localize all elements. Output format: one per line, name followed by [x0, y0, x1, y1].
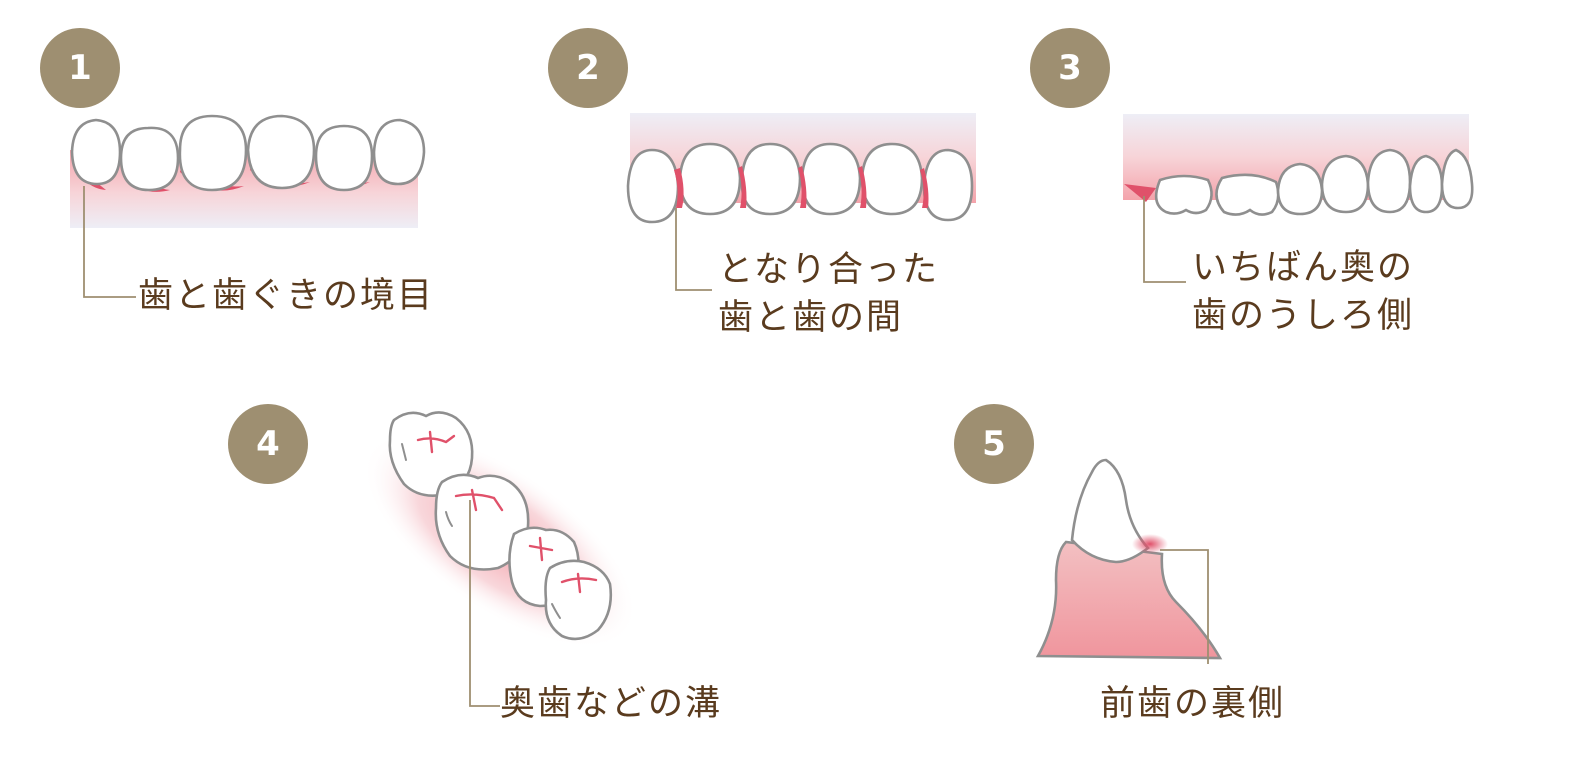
- tooth: [246, 114, 316, 190]
- molar-tooth: [1215, 173, 1280, 216]
- area-number-badge: 4: [228, 404, 308, 484]
- area-label: 前歯の裏側: [1100, 680, 1285, 728]
- leader-line: [1160, 549, 1209, 664]
- tooth: [1440, 148, 1474, 210]
- area-label-line: 奥歯などの溝: [500, 684, 723, 724]
- panel-3-back-teeth-illustration: [1123, 114, 1474, 283]
- tooth: [1276, 162, 1324, 216]
- front-tooth: [1070, 458, 1150, 564]
- tooth: [372, 118, 426, 186]
- panel-4-molar-grooves-illustration: [362, 411, 638, 707]
- area-label-line: 歯と歯の間: [718, 298, 904, 338]
- interdental-highlight: [674, 168, 684, 208]
- interdental-highlight: [920, 168, 929, 208]
- tooth: [119, 126, 180, 192]
- tooth: [1366, 148, 1412, 214]
- area-number-badge: 1: [40, 28, 120, 108]
- premolar-tooth: [544, 559, 613, 641]
- tooth: [178, 114, 248, 192]
- tooth: [678, 142, 742, 216]
- interdental-highlight: [738, 166, 747, 208]
- back-tooth-highlight: [1124, 184, 1156, 202]
- tooth: [860, 142, 924, 216]
- tooth: [626, 148, 680, 224]
- panel-5-front-tooth-illustration: [1035, 458, 1223, 664]
- tooth-back-highlight: [1132, 534, 1168, 554]
- area-number-badge: 3: [1030, 28, 1110, 108]
- groove-highlight: [528, 536, 554, 562]
- leader-line: [1143, 196, 1186, 283]
- tooth: [314, 124, 374, 192]
- area-label-line: となり合った: [718, 250, 939, 290]
- area-label-line: 前歯の裏側: [1100, 684, 1286, 724]
- area-label: いちばん奥の 歯のうしろ側: [1192, 244, 1414, 340]
- panel-1-gum-line-illustration: [70, 114, 426, 298]
- tooth: [1320, 154, 1370, 214]
- leader-line: [83, 186, 136, 298]
- tooth: [740, 142, 802, 216]
- leader-line: [675, 208, 712, 291]
- tooth: [1408, 154, 1444, 214]
- area-number-badge: 5: [954, 404, 1034, 484]
- interdental-highlight: [858, 166, 867, 208]
- area-label: となり合った 歯と歯の間: [718, 246, 939, 342]
- gum-area: [1035, 540, 1223, 660]
- panel-2-between-teeth-illustration: [626, 113, 976, 291]
- tooth-groove: [445, 511, 453, 527]
- tooth: [922, 148, 974, 222]
- area-label-line: 歯のうしろ側: [1192, 296, 1415, 336]
- groove-highlight: [560, 572, 598, 594]
- area-number-badge: 2: [548, 28, 628, 108]
- groove-highlight: [416, 430, 456, 454]
- area-label: 歯と歯ぐきの境目: [138, 272, 434, 320]
- groove-highlight: [454, 488, 504, 512]
- molar-tooth: [1154, 174, 1213, 215]
- tooth-groove: [401, 443, 407, 461]
- leader-line: [469, 500, 500, 707]
- interdental-highlight: [798, 166, 807, 208]
- tooth: [800, 142, 862, 216]
- tooth: [70, 118, 122, 186]
- area-label: 奥歯などの溝: [500, 680, 722, 728]
- area-label-line: 歯と歯ぐきの境目: [138, 276, 435, 316]
- area-label-line: いちばん奥の: [1192, 248, 1415, 288]
- tooth-groove: [551, 603, 561, 619]
